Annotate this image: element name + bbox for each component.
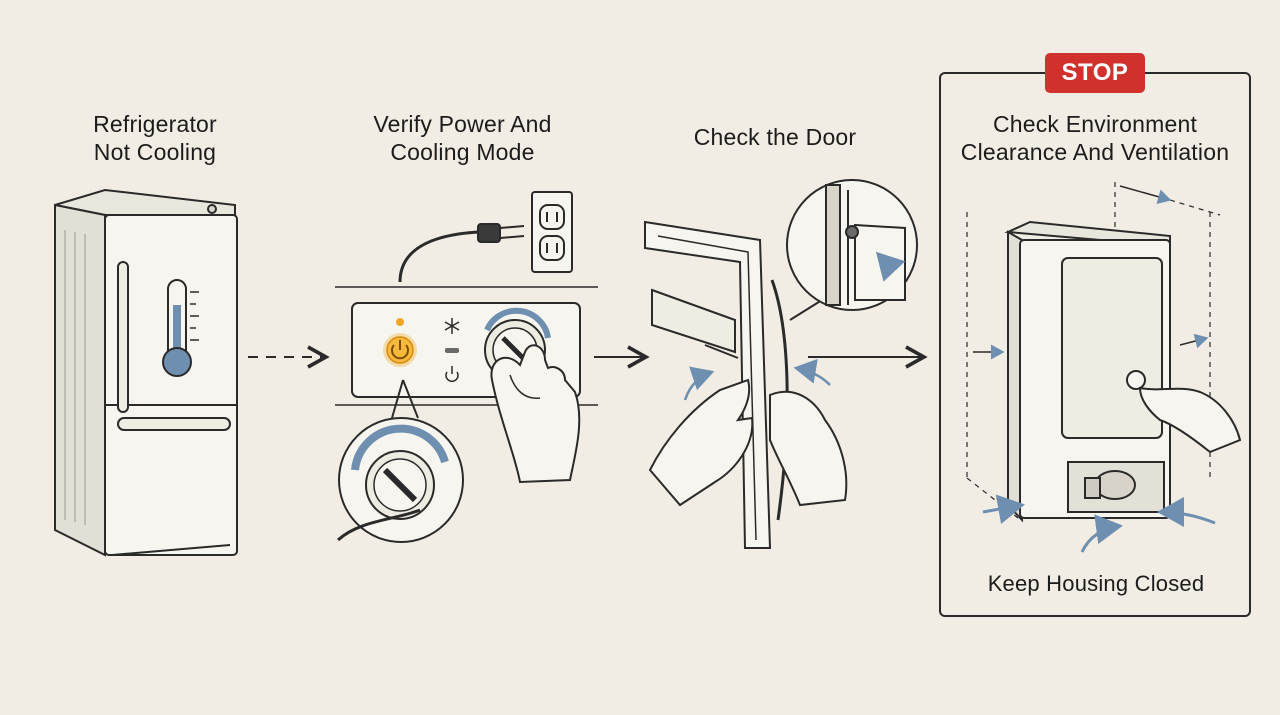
hand-pressing-button	[1126, 370, 1242, 454]
fridge-clearance-illustration	[1004, 220, 1171, 523]
step-2-title: Verify Power And Cooling Mode	[340, 110, 585, 166]
fridge-door-illustration	[644, 220, 789, 549]
keep-housing-closed-caption: Keep Housing Closed	[987, 571, 1205, 596]
step-1-title-line1: Refrigerator	[93, 111, 217, 137]
airflow-arrows	[982, 494, 1216, 553]
step-1-title: Refrigerator Not Cooling	[60, 110, 250, 166]
hands-checking-door	[648, 378, 848, 507]
stop-badge: STOP	[1045, 53, 1145, 93]
power-button-icon	[383, 318, 417, 367]
clearance-arrows	[973, 185, 1209, 360]
refrigerator-illustration	[54, 188, 238, 557]
door-seal-arrow-left	[683, 366, 715, 401]
zoom-pointer	[391, 379, 404, 419]
gasket-arrow	[875, 251, 906, 282]
step-2-title-line1: Verify Power And	[373, 111, 552, 137]
step-3-title-line1: Check the Door	[693, 124, 857, 150]
indicator-bar	[445, 348, 459, 353]
step-2-title-line2: Cooling Mode	[390, 139, 535, 165]
thermometer-icon	[162, 279, 199, 377]
step-4-title: Check Environment Clearance And Ventilat…	[940, 110, 1250, 166]
step-1-title-line2: Not Cooling	[93, 139, 217, 165]
wall-outlet-icon	[531, 191, 573, 273]
snowflake-icon	[444, 318, 460, 334]
gasket-zoom-pointer	[789, 299, 823, 321]
step-4-title-line2: Clearance And Ventilation	[960, 139, 1230, 165]
step-4-title-line1: Check Environment	[992, 111, 1198, 137]
hand-turning-dial	[490, 344, 581, 484]
standby-icon	[445, 366, 459, 382]
door-seal-arrow-right	[793, 358, 831, 386]
step-3-title: Check the Door	[660, 123, 890, 151]
zoomed-dial	[336, 424, 449, 542]
power-plug-icon	[398, 223, 525, 283]
